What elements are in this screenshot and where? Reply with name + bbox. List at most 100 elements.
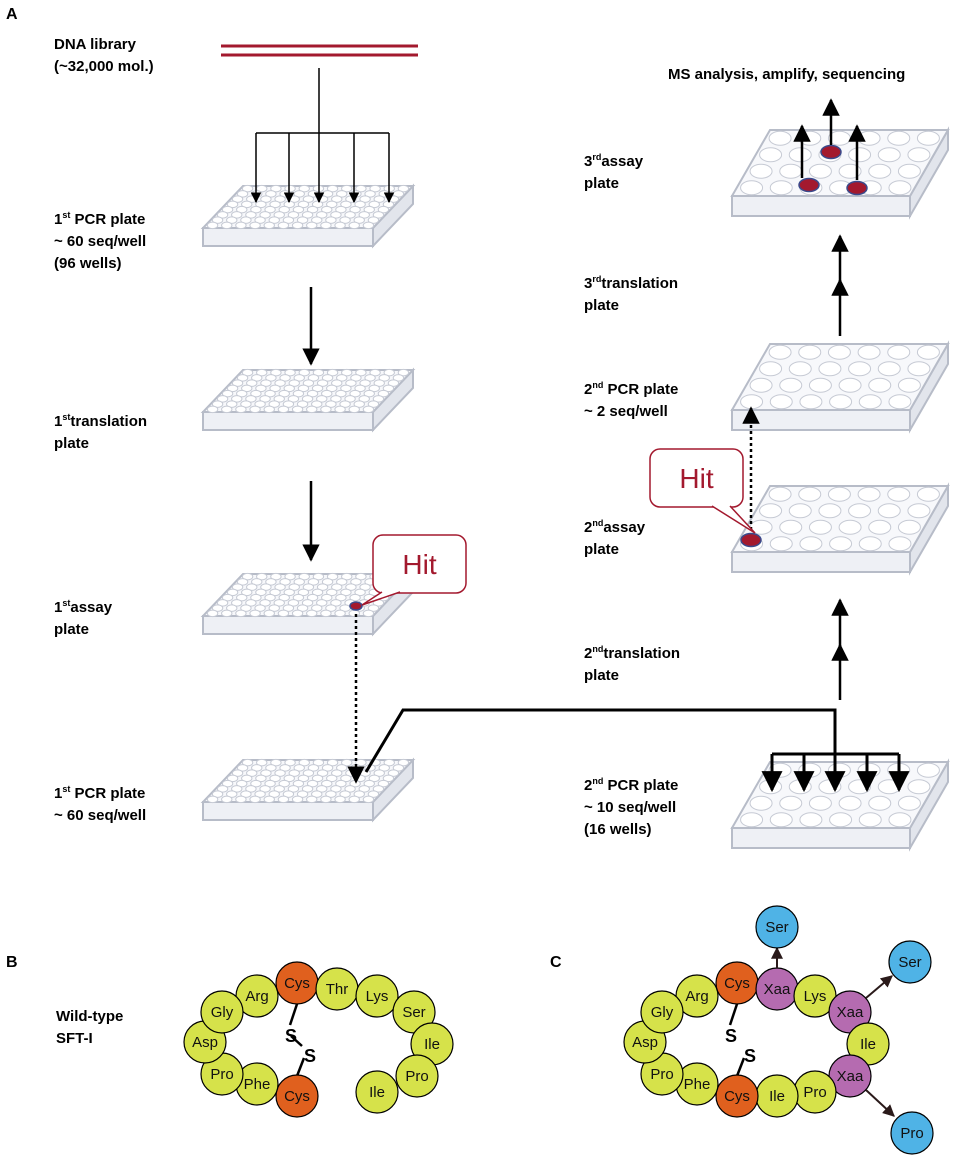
- pcr1-bottom-plate-well: [241, 774, 253, 783]
- translation1-plate-well: [206, 405, 219, 414]
- pcr1-top-plate-well: [287, 211, 300, 219]
- assay2-line1: 2ndassay: [584, 518, 646, 536]
- pcr1-top-plate-well: [297, 200, 310, 209]
- pcr1-top-plate-well: [377, 205, 390, 214]
- pcr2-top-plate-well: [798, 344, 822, 360]
- assay1-plate-well: [265, 578, 277, 586]
- pcr1-top-plate-well: [306, 221, 318, 230]
- translation1-plate: [200, 367, 416, 433]
- pcr1-bottom-plate-well: [341, 758, 353, 767]
- pcr1-top-plate-well: [221, 205, 234, 214]
- pcr1-bottom-plate-well: [249, 795, 261, 804]
- pcr2-top-plate-well: [808, 377, 832, 393]
- pcr1-top-plate-well: [216, 211, 229, 219]
- residue-c-xaa-label: Xaa: [837, 1004, 864, 1021]
- translation1-plate-well: [259, 395, 271, 403]
- sulfur-c-2: S: [744, 1046, 756, 1066]
- pcr1-bottom-plate-well: [293, 764, 305, 772]
- translation1-plate-well: [302, 379, 315, 387]
- residue-c-arg-label: Arg: [685, 988, 708, 1005]
- assay2-plate-well: [848, 503, 872, 519]
- pcr1-bottom-plate-well: [274, 769, 286, 777]
- translation3-line1: 3rdtranslation: [584, 274, 679, 292]
- assay1-plate-well: [255, 588, 267, 597]
- translation1-plate-well: [264, 389, 276, 398]
- assay1-plate-well: [326, 588, 338, 597]
- assay1-plate-well: [268, 604, 280, 612]
- translation1-plate-well: [270, 368, 282, 377]
- translation1-plate-well: [231, 379, 244, 387]
- translation1-label: 1sttranslation plate: [54, 406, 147, 455]
- residue-sub-ser-label: Ser: [898, 954, 921, 971]
- assay1-plate-well: [330, 599, 342, 607]
- translation1-plate-well: [359, 379, 371, 387]
- pcr2-top-plate-top: [730, 343, 950, 411]
- assay1-plate-well: [260, 583, 272, 591]
- translation1-plate-well: [226, 400, 238, 408]
- residue-b-pro: [395, 1054, 439, 1098]
- assay2-plate-well: [768, 486, 792, 502]
- pcr1-bottom-plate-front: [202, 801, 374, 821]
- pcr1-bottom-plate-well: [235, 795, 247, 804]
- pcr2-bottom-plate-well: [808, 795, 832, 811]
- pcr1-bottom-plate-well: [264, 779, 276, 788]
- pcr2-top-plate-well: [779, 377, 803, 393]
- residue-b-thr-label: Thr: [326, 981, 349, 998]
- pcr1-bottom-plate-well: [330, 785, 342, 793]
- translation1-plate-well: [306, 405, 318, 414]
- pcr1-bottom-plate-well: [326, 758, 339, 767]
- pcr2-bottom-plate-well: [740, 812, 764, 828]
- pcr1-bottom-line1: 1st PCR plate: [54, 784, 146, 802]
- pcr1-top-plate-well: [369, 184, 381, 193]
- assay2-plate-well: [907, 503, 931, 519]
- translation1-plate-well: [392, 374, 405, 382]
- hit-callout-assay2-box: [649, 448, 744, 508]
- pcr2-top-plate-well: [897, 377, 921, 393]
- residue-c-gly-label: Gly: [651, 1004, 674, 1021]
- translation1-plate-well: [269, 384, 281, 393]
- assay3-plate-well: [848, 147, 872, 163]
- pcr1-top-plate-well: [231, 195, 244, 203]
- hit-callout-assay1-tail: [361, 591, 401, 606]
- pcr1-bottom-plate-well: [311, 774, 324, 783]
- assay3-plate-well: [887, 130, 911, 146]
- pcr1-bottom-plate-well: [270, 758, 282, 767]
- translation1-plate-well: [236, 389, 248, 398]
- pcr1-bottom-plate-well: [373, 769, 385, 777]
- assay1-plate-well: [354, 588, 366, 597]
- pcr1-bottom-plate-well: [245, 785, 257, 793]
- pcr2-top-line1: 2nd PCR plate: [584, 380, 679, 398]
- translation1-plate-well: [298, 368, 310, 377]
- translation1-plate-well: [240, 400, 252, 408]
- pcr2-top-plate-well: [887, 344, 911, 360]
- assay1-plate-well: [250, 593, 262, 602]
- translation1-plate-well: [231, 395, 243, 403]
- assay1-plate-well: [296, 604, 309, 612]
- pcr1-bottom-plate-well: [326, 774, 338, 783]
- assay1-plate-well: [306, 593, 319, 602]
- assay1-plate-well: [231, 583, 244, 591]
- assay1-plate-well: [249, 609, 261, 618]
- pcr2-bottom-plate-well: [868, 795, 892, 811]
- translation1-plate-well: [250, 389, 262, 398]
- assay1-plate-well: [278, 593, 290, 602]
- pcr2-bottom-line2: ~ 10 seq/well: [584, 799, 677, 816]
- hit-well-assay1: [349, 601, 363, 611]
- pcr1-top-plate-well: [325, 216, 337, 224]
- assay1-plate-well: [287, 599, 300, 607]
- assay1-plate-well: [307, 578, 320, 586]
- assay1-plate-well: [245, 599, 257, 607]
- pcr1-bottom-plate-well: [236, 779, 248, 788]
- residue-b-cys-label: Cys: [284, 975, 310, 992]
- pcr1-top-line2: ~ 60 seq/well: [54, 233, 147, 250]
- pcr1-bottom-plate-well: [296, 790, 309, 798]
- pcr2-bottom-plate-well: [799, 812, 823, 828]
- translation1-plate-well: [226, 384, 239, 393]
- residue-b-ile-label: Ile: [424, 1036, 440, 1053]
- panel-a-label: A: [6, 6, 18, 23]
- translation1-plate-well: [245, 395, 257, 403]
- pcr1-bottom-plate-well: [260, 769, 272, 777]
- hit-callout-assay1-text: Hit: [402, 549, 436, 580]
- pcr1-bottom-plate-well: [221, 795, 233, 804]
